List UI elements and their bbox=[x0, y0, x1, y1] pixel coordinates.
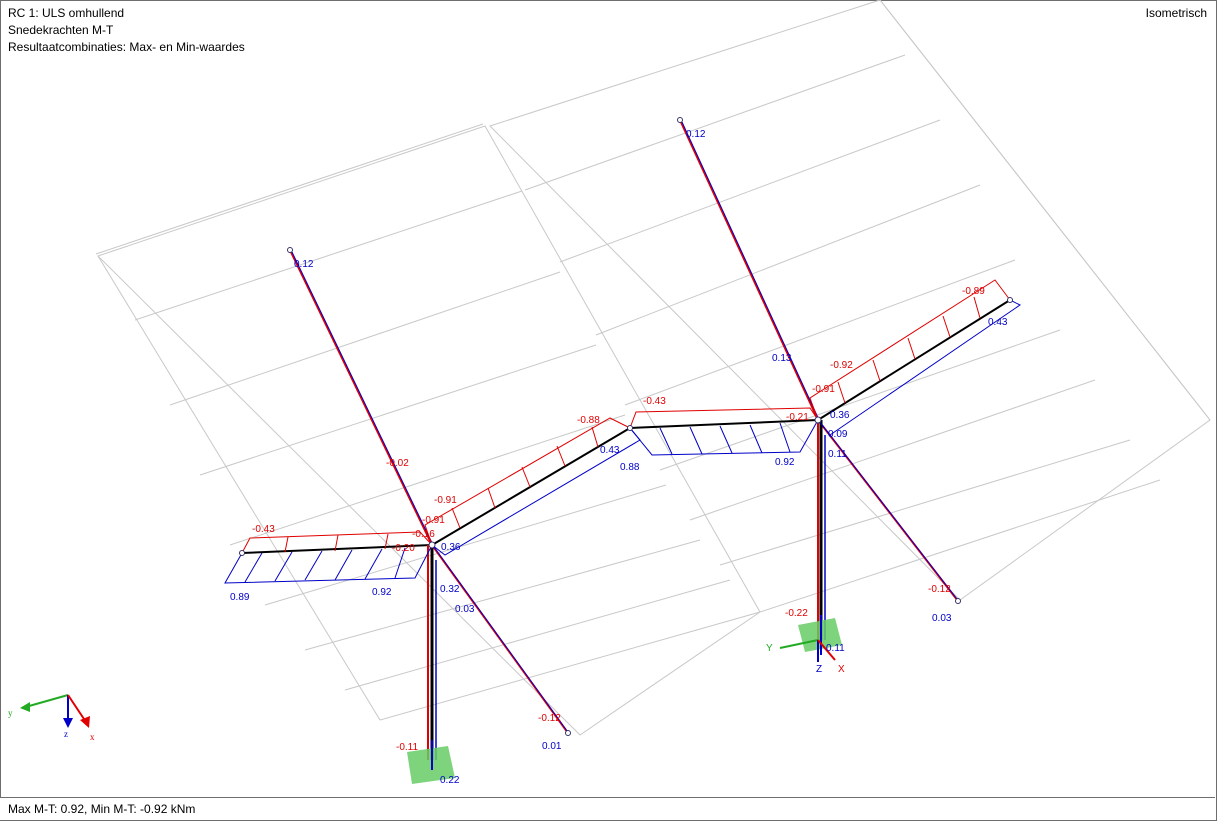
value-label: 0.13 bbox=[772, 353, 792, 364]
value-label: -0.16 bbox=[412, 529, 435, 540]
global-axis-icon bbox=[20, 694, 90, 728]
value-label: 0.43 bbox=[600, 445, 620, 456]
value-label: 0.03 bbox=[455, 604, 475, 615]
value-label: -0.11 bbox=[396, 742, 418, 753]
combination-title: Resultaatcombinaties: Max- en Min-waarde… bbox=[8, 40, 245, 54]
value-label: 0.11 bbox=[828, 449, 847, 460]
roof-mesh-left bbox=[95, 123, 761, 736]
value-label: -0.91 bbox=[422, 515, 445, 526]
extreme-values-summary: Max M-T: 0.92, Min M-T: -0.92 kNm bbox=[8, 802, 196, 816]
value-label: -0.12 bbox=[538, 713, 561, 724]
axis-x-right: X bbox=[838, 664, 845, 675]
right-support-axes bbox=[779, 639, 836, 662]
value-labels: -0.43 0.89 0.92 0.12 -0.02 -0.91 -0.91 -… bbox=[230, 129, 1008, 786]
right-diag-moment-diagram bbox=[809, 279, 1021, 436]
value-label: 0.92 bbox=[775, 457, 795, 468]
axis-x-global: x bbox=[90, 732, 95, 742]
result-type-title: Snedekrachten M-T bbox=[8, 23, 114, 37]
result-case-title: RC 1: ULS omhullend bbox=[8, 6, 125, 20]
value-label: -0.88 bbox=[577, 415, 600, 426]
value-label: -0.12 bbox=[928, 584, 951, 595]
value-label: -0.91 bbox=[434, 495, 457, 506]
value-label: 0.01 bbox=[542, 741, 562, 752]
roof-mesh-right bbox=[489, 0, 1211, 613]
value-label: -0.43 bbox=[252, 524, 275, 535]
value-label: 0.43 bbox=[988, 317, 1008, 328]
axis-y-right: Y bbox=[766, 643, 773, 654]
value-label: 0.89 bbox=[230, 592, 250, 603]
value-label: 0.92 bbox=[372, 587, 392, 598]
value-label: 0.11 bbox=[826, 643, 845, 654]
value-label: 0.36 bbox=[441, 542, 461, 553]
value-label: 0.09 bbox=[828, 429, 848, 440]
value-label: 0.12 bbox=[686, 129, 706, 140]
status-footer: Max M-T: 0.92, Min M-T: -0.92 kNm bbox=[0, 797, 1215, 820]
value-label: 0.12 bbox=[294, 259, 314, 270]
axis-z-right: Z bbox=[816, 664, 822, 675]
left-tree-members bbox=[241, 249, 631, 760]
mid-beam-moment-diagram bbox=[629, 407, 819, 456]
axis-z-global: z bbox=[64, 729, 68, 739]
view-mode-label: Isometrisch bbox=[1145, 6, 1207, 20]
right-support bbox=[798, 615, 842, 655]
value-label: -0.43 bbox=[643, 396, 666, 407]
value-label: 0.22 bbox=[440, 775, 460, 786]
value-label: 0.36 bbox=[830, 410, 850, 421]
value-label: -0.21 bbox=[786, 412, 809, 423]
value-label: 0.03 bbox=[932, 613, 952, 624]
value-label: -0.89 bbox=[962, 286, 985, 297]
value-label: 0.32 bbox=[440, 584, 460, 595]
value-label: -0.02 bbox=[386, 458, 409, 469]
axis-y-global: y bbox=[8, 708, 13, 718]
left-support bbox=[407, 740, 455, 784]
value-label: 0.88 bbox=[620, 462, 640, 473]
value-label: -0.22 bbox=[785, 608, 808, 619]
value-label: -0.20 bbox=[392, 543, 415, 554]
right-tree-members bbox=[679, 119, 1011, 640]
value-label: -0.91 bbox=[812, 384, 835, 395]
nodes bbox=[239, 117, 1013, 736]
value-label: -0.92 bbox=[830, 360, 853, 371]
left-beam-moment-diagram bbox=[224, 531, 433, 584]
